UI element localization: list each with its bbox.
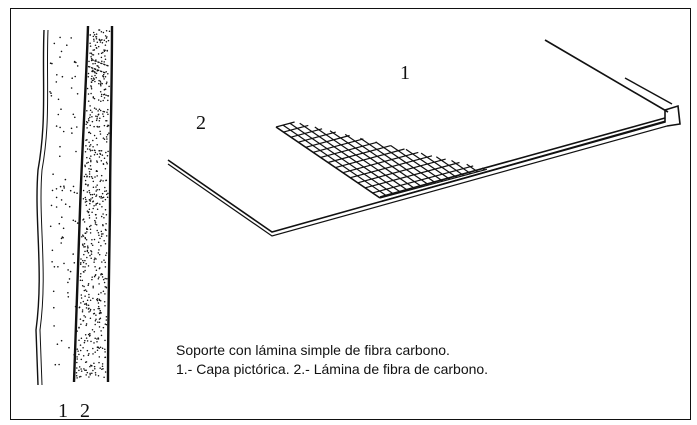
panel-perspective (167, 39, 681, 237)
panel-back-edge (544, 39, 669, 113)
section-label-1: 1 (58, 400, 68, 422)
section-label-2: 2 (80, 400, 90, 422)
section-carbon-sheet-right-edge (106, 25, 114, 383)
section-paint-layer-outline (35, 29, 45, 386)
section-carbon-sheet-left-edge (72, 25, 90, 383)
caption-legend: 1.- Capa pictórica. 2.- Lámina de fibra … (176, 361, 489, 377)
panel-front-edge-lower (167, 125, 668, 237)
panel-front-edge (167, 110, 666, 233)
panel-back-edge-inner (624, 77, 673, 105)
caption-title: Soporte con lámina simple de fibra carbo… (176, 342, 450, 358)
panel-right-end (664, 104, 681, 127)
top-view-label-1: 1 (400, 62, 410, 84)
section-carbon-sheet-dots (75, 29, 111, 379)
top-view-label-2: 2 (196, 112, 206, 134)
cross-section (35, 25, 114, 386)
section-paint-layer-dots (49, 36, 79, 366)
carbon-fiber-weave (275, 121, 488, 199)
